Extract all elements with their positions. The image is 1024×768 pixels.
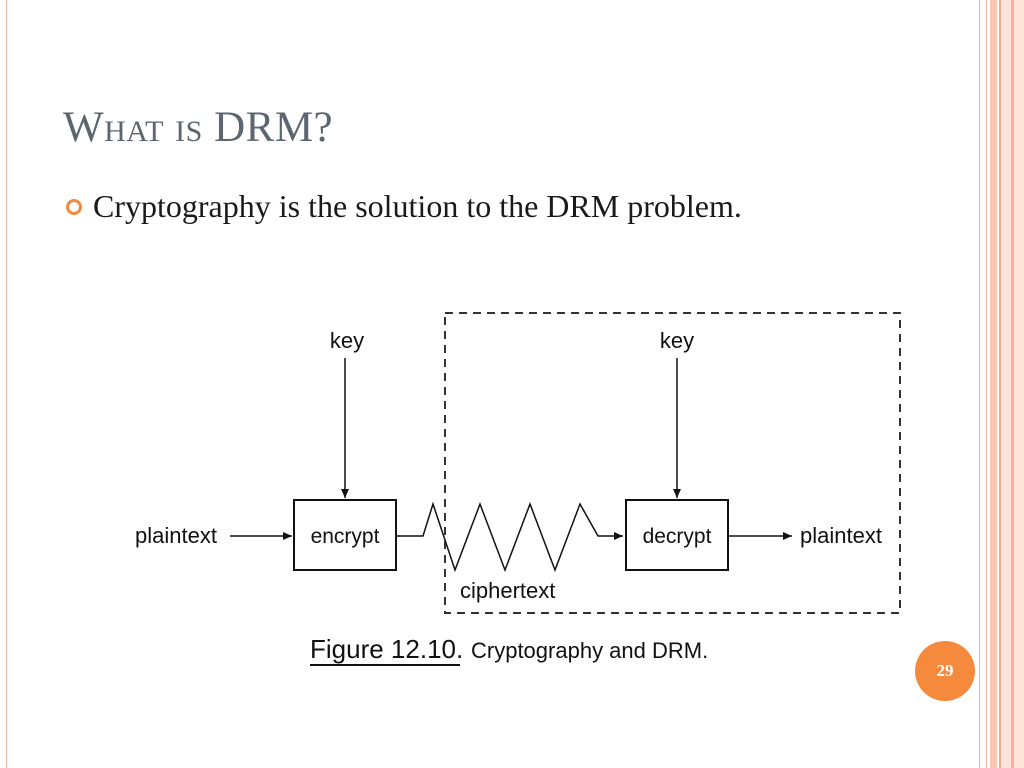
key-right-label: key — [660, 328, 694, 353]
drm-boundary — [444, 312, 901, 614]
plaintext-out-label: plaintext — [800, 523, 882, 548]
right-frame-stripe — [1011, 0, 1014, 768]
ciphertext-zigzag — [396, 501, 623, 573]
plaintext-in-label: plaintext — [135, 523, 217, 548]
page-number-badge: 29 — [915, 641, 975, 701]
decrypt-label: decrypt — [643, 525, 712, 548]
decrypt-box — [625, 499, 729, 571]
bullet-text: Cryptography is the solution to the DRM … — [93, 188, 742, 224]
ciphertext-label: ciphertext — [460, 578, 555, 603]
right-frame-stripe — [990, 0, 997, 768]
bullet-ring-icon — [66, 199, 82, 215]
right-frame-stripe — [979, 0, 987, 768]
encrypt-label: encrypt — [311, 525, 380, 548]
slide-title: What is DRM? — [63, 104, 334, 151]
figure-caption-label: Figure 12.10. — [310, 634, 463, 664]
figure-caption-text: Cryptography and DRM. — [471, 638, 708, 663]
crypto-drm-figure: key key plaintext encrypt ciphertext dec… — [135, 312, 901, 666]
left-frame-line — [0, 0, 7, 768]
key-left-label: key — [330, 328, 364, 353]
encrypt-box — [293, 499, 397, 571]
